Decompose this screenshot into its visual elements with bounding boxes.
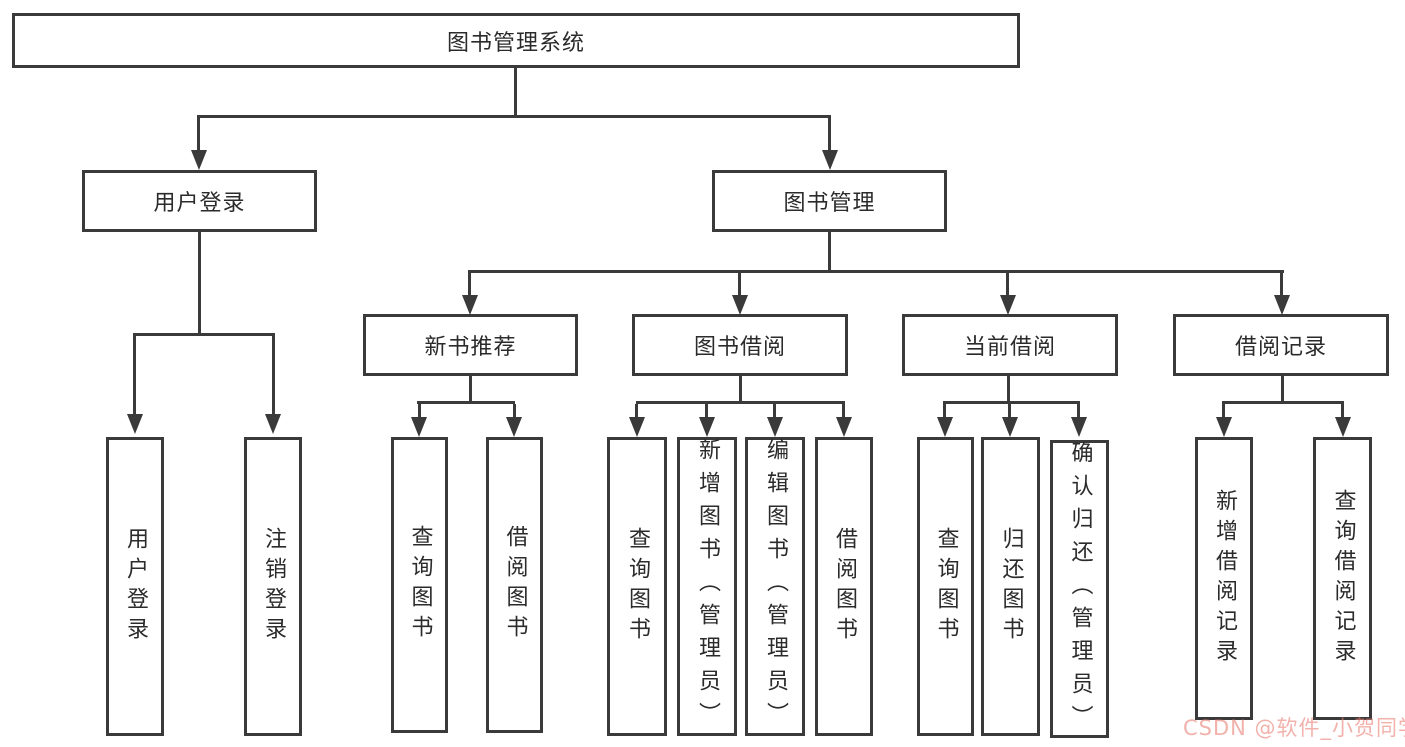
leaf-query-borrow-record-label: 查询借阅记录 [1330, 488, 1356, 669]
connector-line [198, 232, 201, 335]
connector-line [1007, 376, 1010, 403]
connector-line [272, 336, 275, 415]
leaf-add-books-admin: 新增图书（管理员） [677, 437, 737, 736]
arrow-down-icon [1216, 417, 1232, 437]
connector-line [1077, 404, 1080, 417]
connector-line [197, 115, 831, 118]
connector-line [773, 404, 776, 417]
node-book-borrowing: 图书借阅 [632, 314, 848, 376]
connector-line [828, 232, 831, 272]
connector-line [943, 401, 1080, 404]
arrow-down-icon [629, 417, 645, 437]
connector-line [468, 273, 471, 295]
arrow-down-icon [1071, 417, 1087, 437]
connector-line [1222, 401, 1344, 404]
leaf-borrow-books-recommend: 借阅图书 [486, 437, 543, 733]
connector-line [943, 404, 946, 417]
csdn-watermark: CSDN @软件_小贺同学 [1183, 716, 1405, 740]
leaf-confirm-return-admin-label: 确认归还（管理员） [1067, 440, 1093, 738]
leaf-add-books-admin-label: 新增图书（管理员） [695, 438, 720, 735]
arrow-down-icon [937, 417, 953, 437]
connector-line [828, 118, 831, 152]
connector-line [197, 118, 200, 152]
arrow-down-icon [822, 150, 838, 170]
arrow-down-icon [462, 295, 478, 315]
arrow-down-icon [265, 414, 281, 434]
arrow-down-icon [506, 417, 522, 437]
connector-line [636, 401, 845, 404]
leaf-borrow-books-borrowing-label: 借阅图书 [832, 526, 857, 647]
arrow-down-icon [191, 150, 207, 170]
leaf-user-login-label: 用户登录 [123, 526, 148, 647]
leaf-return-books: 归还图书 [981, 437, 1040, 736]
leaf-query-books-recommend-label: 查询图书 [407, 525, 433, 645]
node-user-login: 用户登录 [82, 170, 317, 232]
leaf-edit-books-admin-label: 编辑图书（管理员） [763, 438, 788, 735]
arrow-down-icon [767, 417, 783, 437]
arrow-down-icon [699, 417, 715, 437]
connector-line [739, 376, 742, 403]
node-book-management: 图书管理 [712, 170, 947, 232]
connector-line [1280, 273, 1283, 295]
arrow-down-icon [732, 295, 748, 315]
leaf-query-books-recommend: 查询图书 [391, 437, 448, 733]
leaf-borrow-books-recommend-label: 借阅图书 [502, 525, 528, 645]
connector-line [513, 404, 516, 417]
leaf-query-books-current-label: 查询图书 [933, 526, 959, 647]
arrow-down-icon [1000, 295, 1016, 315]
connector-line [133, 336, 136, 415]
connector-line [418, 404, 421, 417]
connector-line [514, 68, 517, 118]
leaf-edit-books-admin: 编辑图书（管理员） [745, 437, 805, 736]
connector-line [1341, 404, 1344, 417]
connector-line [417, 401, 515, 404]
connector-line [635, 404, 638, 417]
connector-line [738, 273, 741, 295]
leaf-borrow-books-borrowing: 借阅图书 [815, 437, 873, 736]
leaf-query-books-borrowing-label: 查询图书 [625, 526, 650, 647]
connector-line [842, 404, 845, 417]
leaf-query-books-borrowing: 查询图书 [607, 437, 667, 736]
leaf-add-borrow-record-label: 新增借阅记录 [1212, 488, 1237, 669]
leaf-return-books-label: 归还图书 [998, 526, 1024, 647]
arrow-down-icon [411, 417, 427, 437]
connector-line [705, 404, 708, 417]
arrow-down-icon [1002, 417, 1018, 437]
leaf-query-borrow-record: 查询借阅记录 [1313, 437, 1372, 720]
leaf-logout: 注销登录 [244, 437, 302, 736]
connector-line [133, 333, 275, 336]
node-library-management-system: 图书管理系统 [12, 13, 1020, 68]
node-new-book-recommendation: 新书推荐 [363, 314, 578, 376]
node-borrowing-records: 借阅记录 [1173, 314, 1389, 376]
arrow-down-icon [1335, 417, 1351, 437]
leaf-logout-label: 注销登录 [261, 526, 286, 647]
arrow-down-icon [836, 417, 852, 437]
connector-line [1008, 404, 1011, 417]
node-current-borrowing: 当前借阅 [902, 314, 1118, 376]
connector-line [1281, 376, 1284, 403]
leaf-user-login: 用户登录 [106, 437, 164, 736]
leaf-confirm-return-admin: 确认归还（管理员） [1050, 440, 1109, 738]
arrow-down-icon [1274, 295, 1290, 315]
connector-line [468, 270, 1284, 273]
leaf-query-books-current: 查询图书 [917, 437, 974, 736]
connector-line [1006, 273, 1009, 295]
connector-line [1222, 404, 1225, 417]
leaf-add-borrow-record: 新增借阅记录 [1195, 437, 1253, 720]
connector-line [469, 376, 472, 403]
arrow-down-icon [127, 414, 143, 434]
